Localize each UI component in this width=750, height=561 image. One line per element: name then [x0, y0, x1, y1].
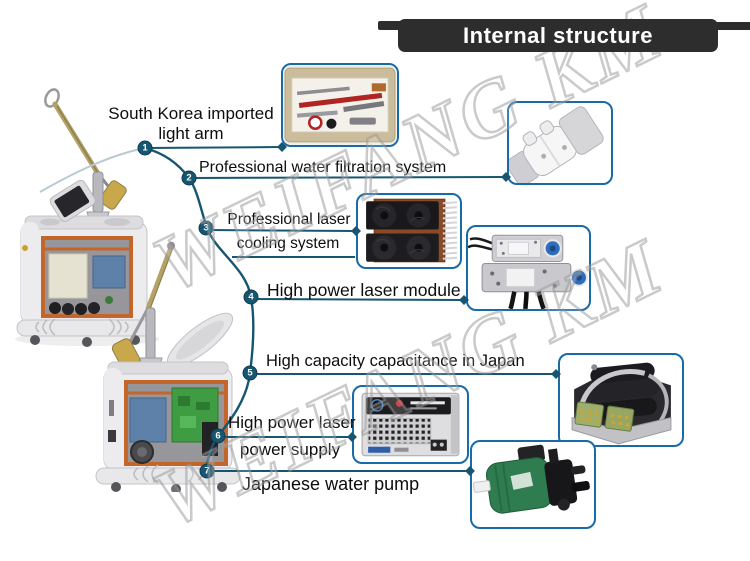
- photo-laser-module: [466, 225, 591, 311]
- water-pump-photo: [472, 444, 590, 514]
- callout-dot-1: 1: [137, 140, 153, 156]
- callout-5-label: High capacity capacitance in Japan: [266, 352, 525, 370]
- callout-dot-2: 2: [181, 170, 197, 186]
- callout-1-line-1: South Korea imported: [108, 104, 274, 123]
- laser-power-supply-photo: [361, 392, 460, 457]
- photo-capacitor-bank: [558, 353, 684, 447]
- callout-1-label: South Korea imported light arm: [96, 104, 286, 145]
- callout-1-line-2: light arm: [158, 124, 224, 144]
- photo-laser-cooling-radiator: [356, 193, 462, 269]
- capacitor-bank-photo: [571, 362, 672, 445]
- callout-dot-3: 3: [198, 220, 214, 236]
- photo-light-arm-kit: [281, 63, 399, 147]
- machine-tower-cutaway-image: [5, 86, 165, 348]
- page-title-box: Internal structure: [398, 19, 718, 52]
- callout-6-line-2: power supply: [239, 440, 341, 459]
- photo-laser-power-supply: [352, 385, 469, 464]
- callout-3-line-2: cooling system: [236, 235, 340, 252]
- callout-dot-6: 6: [210, 428, 226, 444]
- callout-dot-7: 7: [199, 463, 215, 479]
- callout-2-label: Professional water filtration system: [199, 159, 447, 176]
- light-arm-kit-photo: [283, 65, 397, 145]
- callout-4-label: High power laser module: [267, 280, 461, 300]
- photo-water-filter: [507, 101, 613, 185]
- callout-dot-4: 4: [243, 289, 259, 305]
- laser-module-photo: [468, 234, 588, 309]
- machine-tower-illustration: [15, 88, 159, 347]
- callout-dot-5: 5: [242, 365, 258, 381]
- title-right-connector: [714, 22, 750, 30]
- callout-3-line-1: Professional laser: [227, 211, 351, 228]
- photo-water-pump: [470, 440, 596, 529]
- laser-cooling-radiator-photo: [366, 198, 458, 263]
- water-filter-photo: [509, 106, 604, 183]
- callout-6-line-1: High power laser: [228, 413, 356, 432]
- page-title: Internal structure: [463, 22, 653, 48]
- title-left-connector: [378, 21, 404, 30]
- callout-7-label: Japanese water pump: [242, 474, 420, 494]
